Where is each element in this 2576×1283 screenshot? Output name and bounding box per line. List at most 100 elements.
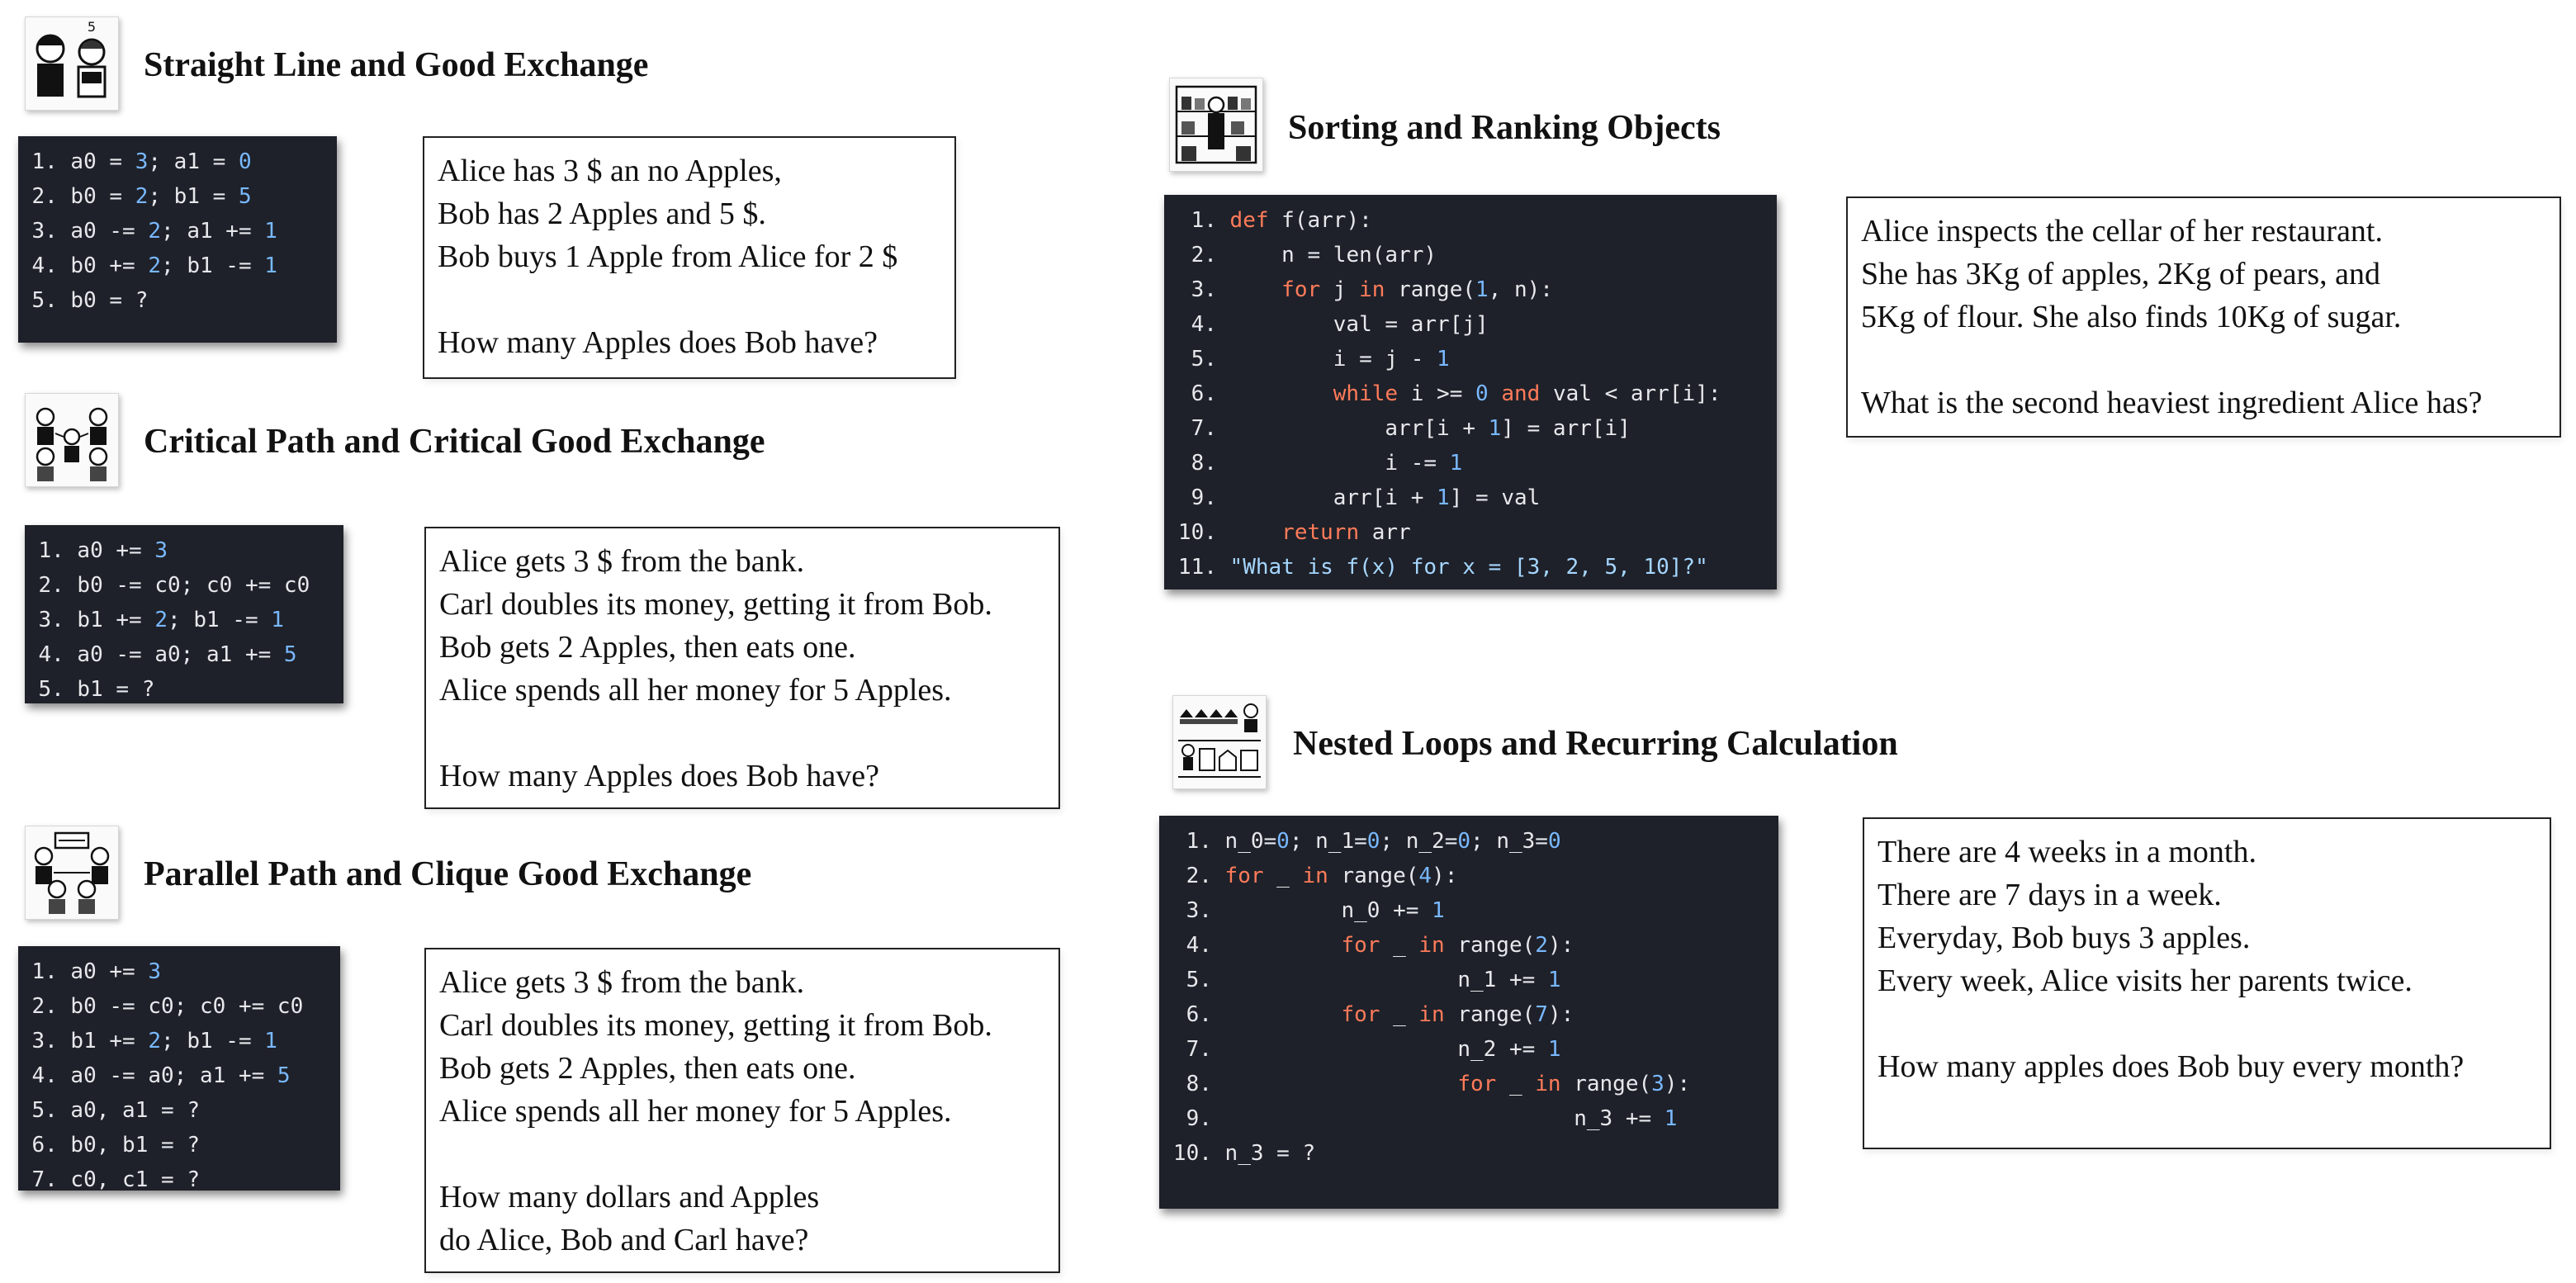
code-text: a0 += 3 (77, 538, 168, 563)
code-text: a0 += 3 (70, 959, 162, 984)
story-line: Alice gets 3 $ from the bank. (439, 544, 805, 579)
code-text: while i >= 0 and val < arr[i]: (1333, 381, 1721, 406)
panel-title: Critical Path and Critical Good Exchange (144, 423, 765, 461)
code-text: n = len(arr) (1281, 243, 1437, 267)
comic-icon-calendar-scenes (1172, 695, 1267, 789)
story-box: Alice gets 3 $ from the bank.Carl double… (424, 948, 1060, 1273)
line-number: 4 (1191, 312, 1205, 337)
code-text: a0 -= 2; a1 += 1 (70, 219, 277, 244)
code-line: 2. for _ in range(4): (1172, 859, 1765, 893)
question-line: do Alice, Bob and Carl have? (439, 1223, 809, 1257)
line-number: 4 (38, 642, 52, 667)
code-line: 4. a0 -= a0; a1 += 5 (31, 1058, 327, 1093)
code-text: c0, c1 = ? (70, 1167, 200, 1192)
code-line: 5. b1 = ? (38, 672, 330, 707)
story-line: Alice inspects the cellar of her restaur… (1861, 214, 2383, 249)
story-line: Bob gets 2 Apples, then eats one. (439, 630, 856, 665)
question-line: How many Apples does Bob have? (439, 759, 879, 793)
line-number: 2 (38, 573, 52, 598)
story-line: Carl doubles its money, getting it from … (439, 587, 992, 622)
code-line: 10. n_3 = ? (1172, 1136, 1765, 1171)
line-number: 3 (1186, 898, 1200, 923)
comic-icon-people-exchange (25, 393, 119, 487)
code-line: 1. a0 = 3; a1 = 0 (31, 144, 324, 179)
line-number: 2 (31, 994, 45, 1019)
comic-icon-two-people: 5 (25, 17, 119, 111)
code-line: 3. for j in range(1, n): (1177, 272, 1764, 307)
story-line: There are 4 weeks in a month. (1878, 835, 2256, 869)
question-line: How many Apples does Bob have? (438, 325, 878, 360)
line-number: 4 (1186, 933, 1200, 958)
code-line: 11. "What is f(x) for x = [3, 2, 5, 10]?… (1177, 550, 1764, 585)
code-text: b1 = ? (77, 677, 155, 702)
code-line: 5. i = j - 1 (1177, 342, 1764, 376)
code-line: 1. n_0=0; n_1=0; n_2=0; n_3=0 (1172, 824, 1765, 859)
line-number: 8 (1186, 1072, 1200, 1096)
code-line: 2. b0 -= c0; c0 += c0 (31, 989, 327, 1024)
line-number: 1 (31, 149, 45, 174)
code-line: 7. n_2 += 1 (1172, 1032, 1765, 1067)
story-line: Bob buys 1 Apple from Alice for 2 $ (438, 239, 898, 274)
line-number: 1 (1191, 208, 1205, 233)
code-line: 7. c0, c1 = ? (31, 1162, 327, 1197)
code-line: 6. b0, b1 = ? (31, 1128, 327, 1162)
line-number: 5 (1191, 347, 1205, 372)
story-line: Alice spends all her money for 5 Apples. (439, 1094, 952, 1129)
line-number: 2 (1186, 864, 1200, 888)
code-text: b0, b1 = ? (70, 1133, 200, 1158)
line-number: 7 (31, 1167, 45, 1192)
line-number: 6 (31, 1133, 45, 1158)
code-line: 8. i -= 1 (1177, 446, 1764, 481)
line-number: 5 (31, 288, 45, 313)
code-line: 1. def f(arr): (1177, 203, 1764, 238)
panel-title: Sorting and Ranking Objects (1288, 109, 1721, 147)
line-number: 1 (38, 538, 52, 563)
line-number: 5 (31, 1098, 45, 1123)
line-number: 2 (31, 184, 45, 209)
story-box: Alice gets 3 $ from the bank. Carl double… (424, 527, 1060, 809)
code-line: 4. a0 -= a0; a1 += 5 (38, 637, 330, 672)
code-text: n_2 += 1 (1457, 1037, 1561, 1062)
comic-icon-cellar-shelves (1169, 78, 1263, 172)
code-text: b0 -= c0; c0 += c0 (70, 994, 304, 1019)
line-number: 3 (31, 1029, 45, 1053)
line-number: 5 (1186, 968, 1200, 992)
comic-icon-group-clique (25, 826, 119, 920)
code-text: b1 += 2; b1 -= 1 (77, 608, 284, 632)
spacer (438, 278, 941, 321)
story-line: Alice gets 3 $ from the bank. (439, 965, 805, 1000)
line-number: 4 (31, 1063, 45, 1088)
line-number: 6 (1191, 381, 1205, 406)
code-text: def f(arr): (1229, 208, 1372, 233)
code-text: n_0=0; n_1=0; n_2=0; n_3=0 (1224, 829, 1561, 854)
code-line: 4. b0 += 2; b1 -= 1 (31, 249, 324, 283)
spacer (1861, 339, 2546, 381)
code-line: 5. b0 = ? (31, 283, 324, 318)
story-line: 5Kg of flour. She also finds 10Kg of sug… (1861, 300, 2402, 334)
code-line: 6. while i >= 0 and val < arr[i]: (1177, 376, 1764, 411)
code-text: b0 = ? (70, 288, 149, 313)
story-box: Alice inspects the cellar of her restaur… (1846, 196, 2561, 438)
question-line: How many apples does Bob buy every month… (1878, 1049, 2465, 1084)
code-text: n_3 += 1 (1574, 1106, 1678, 1131)
code-line: 5. a0, a1 = ? (31, 1093, 327, 1128)
question-line: How many dollars and Apples (439, 1180, 820, 1214)
story-box: Alice has 3 $ an no Apples,Bob has 2 App… (423, 136, 956, 379)
code-text: for _ in range(3): (1457, 1072, 1691, 1096)
line-number: 3 (38, 608, 52, 632)
code-line: 3. b1 += 2; b1 -= 1 (31, 1024, 327, 1058)
code-line: 10. return arr (1177, 515, 1764, 550)
code-text: a0, a1 = ? (70, 1098, 200, 1123)
panel-title: Parallel Path and Clique Good Exchange (144, 855, 752, 893)
code-text: arr[i + 1] = arr[i] (1385, 416, 1631, 441)
code-text: a0 -= a0; a1 += 5 (77, 642, 297, 667)
code-text: for j in range(1, n): (1281, 277, 1553, 302)
panel-title: Nested Loops and Recurring Calculation (1293, 725, 1898, 763)
code-text: i = j - 1 (1333, 347, 1450, 372)
code-block: 1. def f(arr):2. n = len(arr)3. for j in… (1164, 195, 1777, 589)
line-number: 7 (1186, 1037, 1200, 1062)
code-line: 4. for _ in range(2): (1172, 928, 1765, 963)
code-line: 1. a0 += 3 (31, 954, 327, 989)
